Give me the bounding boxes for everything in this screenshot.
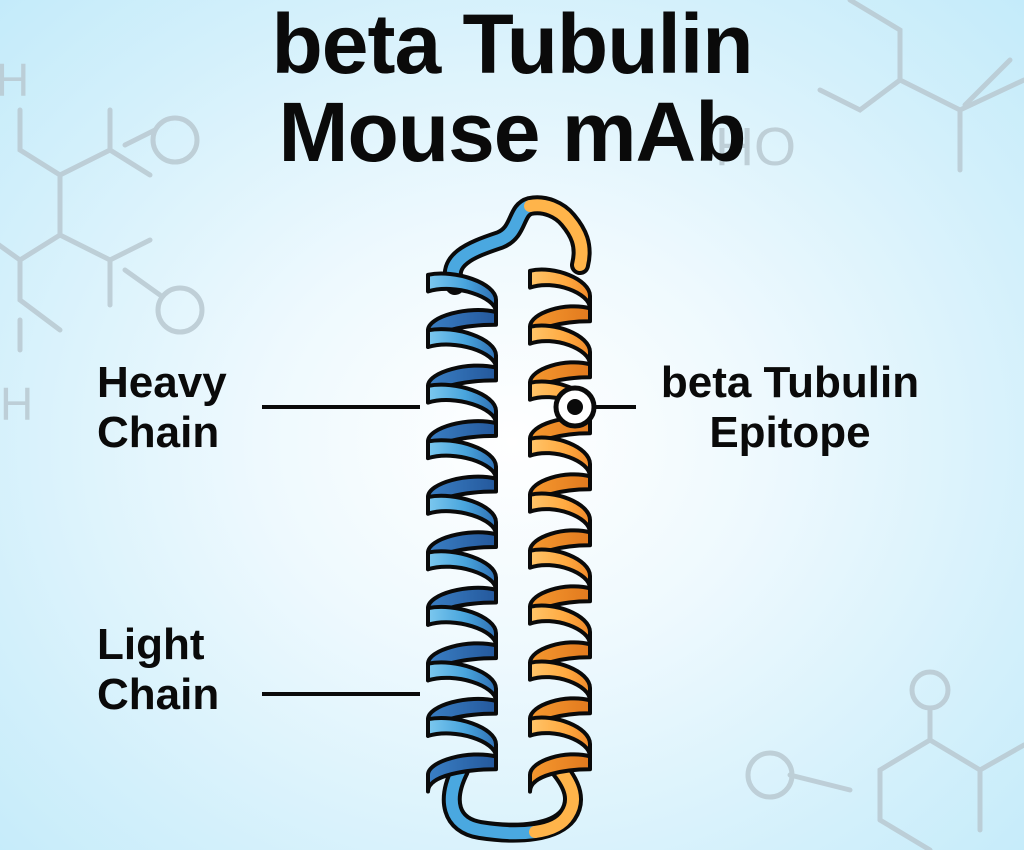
light-chain-front-band-7	[528, 603, 592, 647]
heavy-chain-front-band-6	[426, 549, 498, 592]
heavy-chain-label-line-1: Heavy	[97, 358, 227, 407]
epitope-marker	[553, 385, 597, 429]
heavy-chain-front-band-4	[426, 438, 498, 481]
light-chain-back-band-9	[528, 752, 592, 794]
light-chain-front-band-8	[528, 659, 592, 703]
light-chain-front-band-2	[528, 323, 592, 367]
heavy-chain-label: Heavy Chain	[97, 358, 227, 458]
background-h-top: H	[0, 54, 29, 106]
epitope-label-line-1: beta Tubulin	[660, 358, 920, 407]
top-loop	[442, 195, 592, 295]
background-ho: HO	[715, 117, 796, 177]
epitope-label-line-2: Epitope	[709, 408, 871, 457]
light-chain-front-band-6	[528, 547, 592, 591]
heavy-chain-helix	[426, 271, 498, 794]
epitope-label: beta Tubulin Epitope	[640, 358, 940, 458]
heavy-chain-front-band-1	[426, 271, 498, 314]
heavy-chain-front-band-3	[426, 382, 498, 426]
heavy-chain-back-band-9	[426, 752, 498, 794]
title-line-2: Mouse mAb	[278, 85, 746, 179]
light-chain-front-band-9	[528, 715, 592, 759]
heavy-chain-front-band-7	[426, 604, 498, 648]
light-chain-front-band-4	[528, 435, 592, 479]
light-chain-label-line-2: Chain	[97, 670, 220, 719]
light-chain-helix	[528, 267, 592, 794]
title-line-1: beta Tubulin	[271, 0, 753, 91]
heavy-chain-front-band-9	[426, 716, 498, 759]
light-chain-front-band-5	[528, 491, 592, 535]
light-chain-front-band-1	[528, 267, 592, 311]
heavy-chain-label-line-2: Chain	[97, 408, 220, 457]
heavy-chain-front-band-8	[426, 660, 498, 703]
heavy-chain-front-band-5	[426, 493, 498, 537]
light-chain-label-line-1: Light	[97, 620, 205, 669]
bottom-loop	[441, 760, 584, 843]
background-h-mid: H	[0, 378, 33, 430]
heavy-chain-front-band-2	[426, 327, 498, 370]
light-chain-label: Light Chain	[97, 620, 219, 720]
